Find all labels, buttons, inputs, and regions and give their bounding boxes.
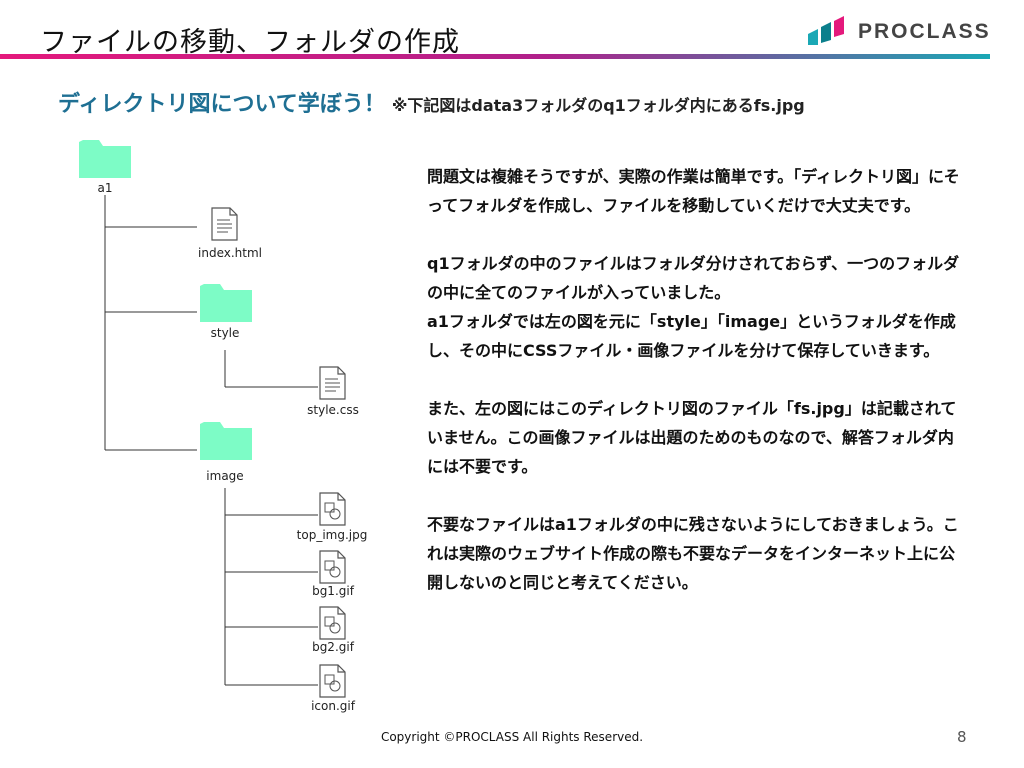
image-file-icon <box>319 606 346 640</box>
explanation-text: 問題文は複雑そうですが、実際の作業は簡単です。「ディレクトリ図」にそってフォルダ… <box>427 162 962 626</box>
document-icon <box>211 207 238 241</box>
subheading: ディレクトリ図について学ぼう！ ※下記図はdata3フォルダのq1フォルダ内にある… <box>58 86 805 118</box>
image-file-icon <box>319 550 346 584</box>
directory-tree-diagram <box>79 140 346 698</box>
tree-label-bg2: bg2.gif <box>312 640 354 654</box>
tree-label-icon-gif: icon.gif <box>311 699 355 713</box>
image-file-icon <box>319 492 346 526</box>
document-icon <box>319 366 346 400</box>
paragraph-a1-folder: a1フォルダでは左の図を元に「style」「image」というフォルダを作成し、… <box>427 312 956 360</box>
tree-label-bg1: bg1.gif <box>312 584 354 598</box>
tree-connectors <box>104 195 318 686</box>
folder-icon <box>79 140 131 178</box>
tree-label-index-html: index.html <box>198 246 262 260</box>
tree-label-style: style <box>210 326 240 340</box>
paragraph-unneeded-files: 不要なファイルはa1フォルダの中に残さないようにしておきましょう。これは実際のウ… <box>427 515 959 592</box>
paragraph-fs-jpg: また、左の図にはこのディレクトリ図のファイル「fs.jpg」は記載されていません… <box>427 399 957 476</box>
copyright-footer: Copyright ©PROCLASS All Rights Reserved. <box>380 730 644 744</box>
logo-mark-icon <box>808 16 844 45</box>
image-file-icon <box>319 664 346 698</box>
slide-title: ファイルの移動、フォルダの作成 <box>40 27 460 58</box>
tree-label-image: image <box>206 469 244 483</box>
folder-icon <box>200 422 252 460</box>
folder-icon <box>200 284 252 322</box>
tree-label-a1: a1 <box>97 181 113 195</box>
subheading-note: ※下記図はdata3フォルダのq1フォルダ内にあるfs.jpg <box>391 96 805 115</box>
page-number: 8 <box>957 728 967 746</box>
tree-label-style-css: style.css <box>307 403 359 417</box>
logo-text: PROCLASS <box>858 20 991 43</box>
paragraph-q1-folder: q1フォルダの中のファイルはフォルダ分けされておらず、一つのフォルダの中に全ての… <box>427 254 960 302</box>
subheading-main: ディレクトリ図について学ぼう！ <box>58 92 386 117</box>
tree-label-top-img: top_img.jpg <box>296 528 368 542</box>
paragraph-intro: 問題文は複雑そうですが、実際の作業は簡単です。「ディレクトリ図」にそってフォルダ… <box>427 167 960 215</box>
title-underline <box>0 54 990 59</box>
